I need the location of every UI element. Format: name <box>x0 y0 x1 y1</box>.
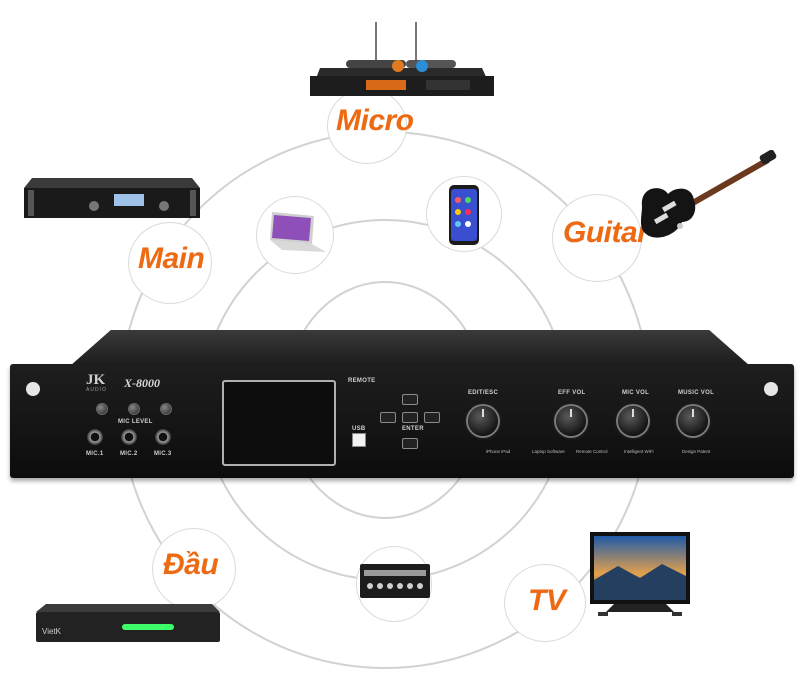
laptop-image <box>270 212 326 252</box>
guitar-badge <box>552 194 642 282</box>
mic-jack-label-1: MIC.1 <box>86 451 104 457</box>
model-name: X-8000 <box>124 376 160 390</box>
knob-label-eff: EFF VOL <box>558 390 586 396</box>
label-dau: Đầu <box>163 548 219 581</box>
feature-remote: Remote Control <box>576 449 608 454</box>
dau-badge <box>152 528 236 610</box>
feature-iphone: iPhone iPad <box>486 449 511 454</box>
usb-label: USB <box>352 426 366 432</box>
karaoke-mixer: JK AUDIO X-8000 MIC LEVEL MIC.1 MIC.2 MI… <box>10 330 794 478</box>
feature-laptop: Laptop Software <box>532 449 565 454</box>
power-amplifier-image <box>24 178 200 218</box>
nav-down-button[interactable] <box>402 438 418 449</box>
brand-sub: AUDIO <box>86 387 107 393</box>
television-image <box>590 532 690 616</box>
nav-center-button[interactable] <box>402 412 418 423</box>
label-guitar: Guitar <box>563 216 649 249</box>
knob-label-music: MUSIC VOL <box>678 390 715 396</box>
mic-vol-knob[interactable] <box>618 406 648 436</box>
wireless-microphone-receiver-image <box>310 22 494 96</box>
micro-badge <box>327 88 407 164</box>
mic-jack-3[interactable] <box>155 429 171 445</box>
feature-wifi: Intelligent WiFi <box>624 449 654 454</box>
tv-badge <box>504 564 586 642</box>
receiver-brand-text: VietK <box>42 627 62 636</box>
feature-design: Design Patent <box>682 449 711 454</box>
remote-label: REMOTE <box>348 378 376 384</box>
mixer-top-panel <box>70 330 750 366</box>
electric-guitar-image <box>641 150 777 238</box>
usb-port[interactable] <box>352 433 366 447</box>
music-vol-knob[interactable] <box>678 406 708 436</box>
rack-hole-left <box>26 382 40 396</box>
knob-label-mic: MIC VOL <box>622 390 650 396</box>
nav-left-button[interactable] <box>380 412 396 423</box>
smartphone-image <box>449 185 479 245</box>
nav-right-button[interactable] <box>424 412 440 423</box>
label-main: Main <box>138 242 205 275</box>
main-badge <box>128 222 212 304</box>
lcd-display <box>222 380 336 466</box>
label-micro: Micro <box>336 104 414 137</box>
nav-up-button[interactable] <box>402 394 418 405</box>
karaoke-amplifier-image <box>360 564 430 598</box>
karaoke-player-image: VietK <box>36 604 220 642</box>
edit-esc-knob[interactable] <box>468 406 498 436</box>
mic-jack-label-3: MIC.3 <box>154 451 172 457</box>
knob-label-edit: EDIT/ESC <box>468 390 499 396</box>
mic-jack-2[interactable] <box>121 429 137 445</box>
label-tv: TV <box>528 584 566 617</box>
eff-vol-knob[interactable] <box>556 406 586 436</box>
rack-hole-right <box>764 382 778 396</box>
brand-logo: JK <box>86 372 106 388</box>
mic-jack-1[interactable] <box>87 429 103 445</box>
mic-level-knob-3[interactable] <box>160 403 172 415</box>
mic-level-knob-2[interactable] <box>128 403 140 415</box>
mic-level-knob-1[interactable] <box>96 403 108 415</box>
mic-level-label: MIC LEVEL <box>118 419 153 425</box>
mic-jack-label-2: MIC.2 <box>120 451 138 457</box>
enter-label: ENTER <box>402 426 424 432</box>
